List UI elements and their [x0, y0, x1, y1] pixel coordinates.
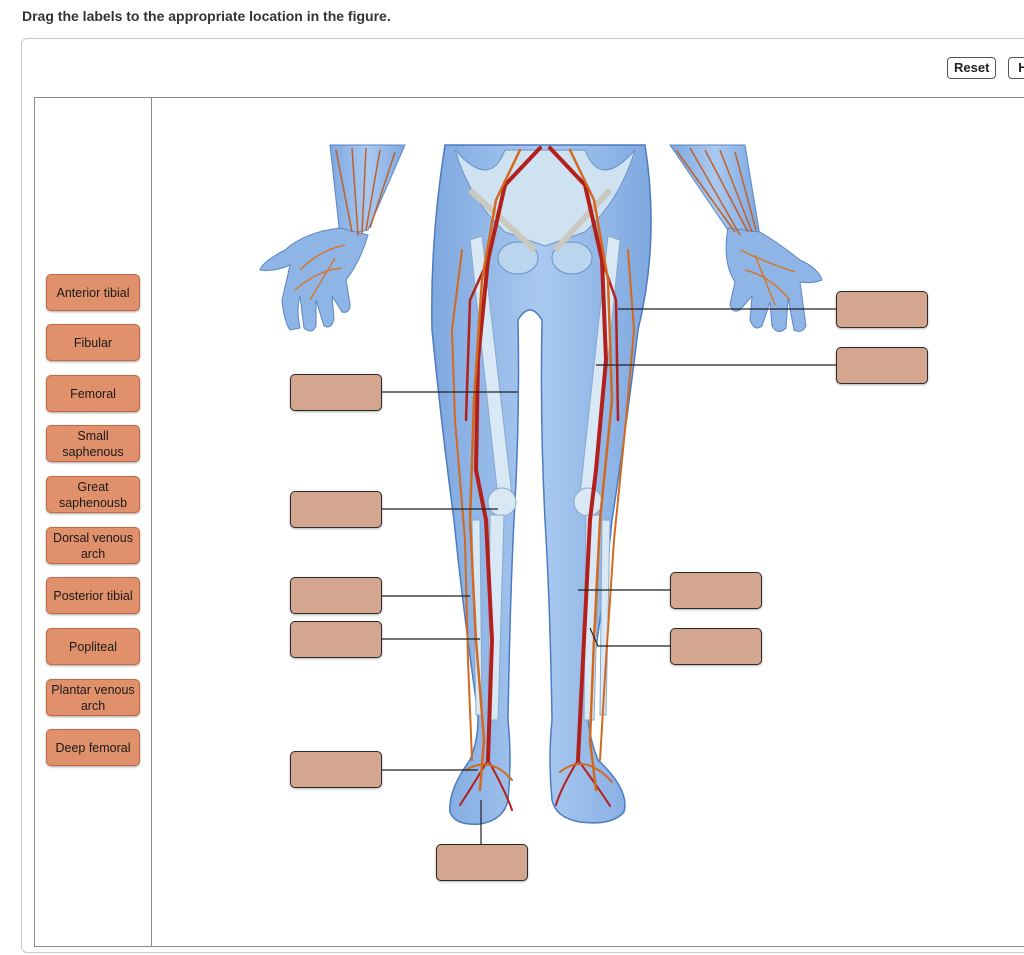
drop-target-2[interactable] [290, 491, 382, 528]
leader-lines [382, 308, 836, 844]
activity-panel [21, 38, 1024, 953]
label-popliteal[interactable]: Popliteal [46, 628, 140, 665]
drop-target-4[interactable] [290, 621, 382, 658]
label-fibular[interactable]: Fibular [46, 324, 140, 361]
label-plantar-venous-arch[interactable]: Plantar venous arch [46, 679, 140, 716]
pelvis [454, 149, 636, 275]
label-small-saphenous[interactable]: Small saphenous [46, 425, 140, 462]
drop-target-6[interactable] [436, 844, 528, 881]
instruction-text: Drag the labels to the appropriate locat… [22, 8, 391, 24]
label-anterior-tibial[interactable]: Anterior tibial [46, 274, 140, 311]
help-button[interactable]: H [1008, 57, 1024, 79]
right-arm [669, 144, 823, 332]
work-area [34, 97, 1024, 947]
label-great-saphenous[interactable]: Great saphenousb [46, 476, 140, 513]
left-arm [259, 144, 406, 332]
drop-target-10[interactable] [670, 628, 762, 665]
label-femoral[interactable]: Femoral [46, 375, 140, 412]
label-posterior-tibial[interactable]: Posterior tibial [46, 577, 140, 614]
label-bank [34, 97, 152, 947]
label-dorsal-venous-arch[interactable]: Dorsal venous arch [46, 527, 140, 564]
drop-target-9[interactable] [670, 572, 762, 609]
veins [450, 148, 636, 792]
drop-target-1[interactable] [290, 374, 382, 411]
label-deep-femoral[interactable]: Deep femoral [46, 729, 140, 766]
drop-target-8[interactable] [836, 347, 928, 384]
drop-target-3[interactable] [290, 577, 382, 614]
reset-button[interactable]: Reset [947, 57, 997, 79]
drop-target-5[interactable] [290, 751, 382, 788]
drop-target-7[interactable] [836, 291, 928, 328]
